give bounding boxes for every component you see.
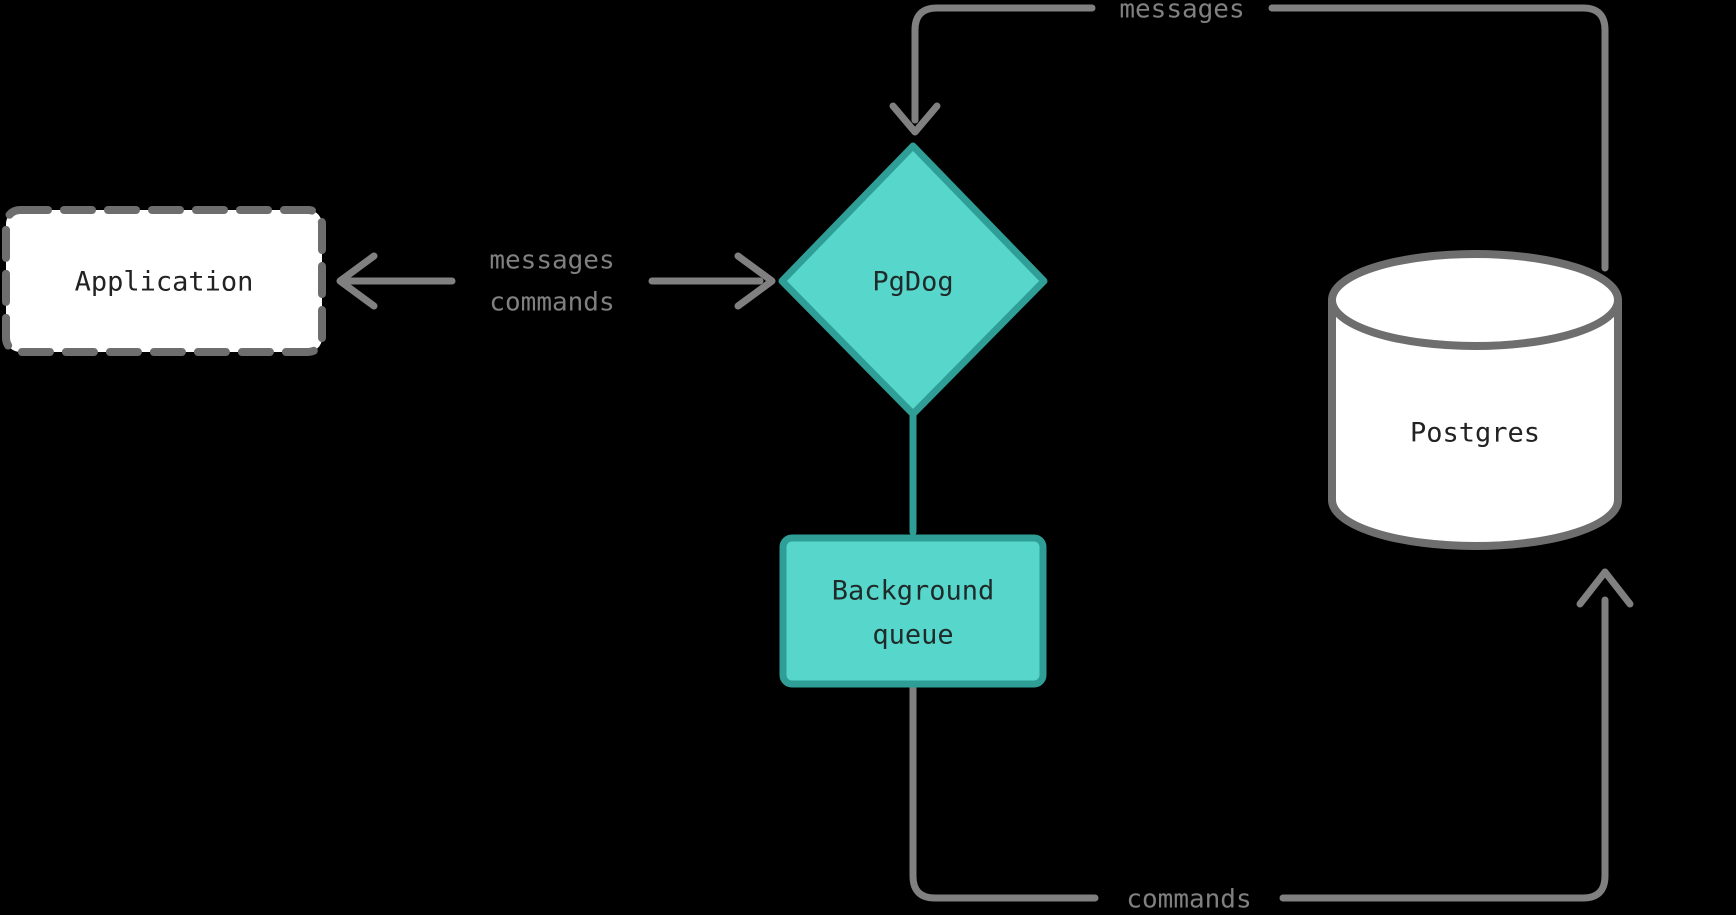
- edge-postgres-to-pgdog: messages: [889, 0, 1609, 272]
- edge-application-to-pgdog: messages commands: [336, 246, 776, 318]
- node-pgdog-label: PgDog: [872, 267, 953, 298]
- edge-background-queue-to-postgres: commands: [909, 568, 1634, 915]
- node-application[interactable]: Application: [2, 206, 326, 356]
- node-background-queue[interactable]: Background queue: [779, 534, 1047, 688]
- edge-postgres-to-pgdog-left-segment: [911, 4, 1096, 124]
- node-application-label: Application: [75, 267, 254, 298]
- edge-postgres-to-pgdog-right-segment: [1268, 4, 1609, 272]
- edge-queue-postgres-left-segment: [909, 684, 1099, 902]
- edge-app-pgdog-right-arrowhead: [734, 252, 776, 310]
- node-pgdog-shape[interactable]: [778, 142, 1048, 418]
- edge-label-messages-middle: messages: [489, 246, 614, 276]
- edge-queue-postgres-arrowhead: [1576, 568, 1634, 608]
- node-background-queue-label-line1: Background: [832, 576, 995, 607]
- edge-postgres-to-pgdog-arrowhead: [889, 102, 941, 136]
- edge-queue-postgres-right-segment: [1279, 596, 1609, 902]
- node-postgres[interactable]: Postgres: [1328, 250, 1622, 550]
- node-application-shape[interactable]: [2, 206, 326, 356]
- node-background-queue-label-line2: queue: [872, 620, 953, 651]
- edge-app-pgdog-left-arrowhead: [336, 252, 378, 310]
- node-postgres-label: Postgres: [1410, 418, 1540, 449]
- node-background-queue-shape[interactable]: [779, 534, 1047, 688]
- edge-label-commands-middle: commands: [489, 288, 614, 318]
- edge-label-commands-bottom: commands: [1126, 885, 1251, 915]
- node-pgdog[interactable]: PgDog: [778, 142, 1048, 418]
- node-postgres-top-ellipse[interactable]: [1328, 250, 1622, 350]
- node-postgres-body[interactable]: [1328, 296, 1622, 550]
- edge-label-messages-top: messages: [1119, 0, 1244, 25]
